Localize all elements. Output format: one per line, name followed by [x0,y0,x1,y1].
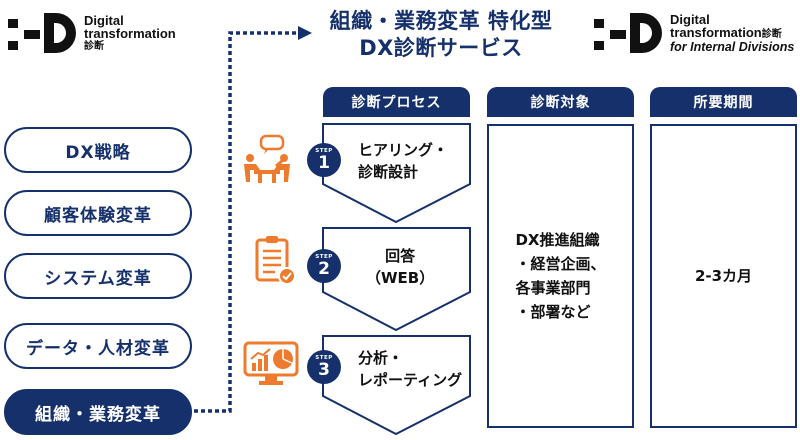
header-label: 診断プロセス [351,95,442,111]
logo-line-3: for Internal Divisions [670,39,795,54]
step-word: STEP [315,355,333,361]
duration-box: 2-3カ月 [650,124,797,428]
meeting-icon [244,134,290,183]
step-3-badge: STEP 3 [307,350,341,384]
page-title: 組織・業務変革 特化型 DX診断サービス [318,8,564,62]
dotted-connector-line [194,31,298,413]
step-word: STEP [315,148,333,154]
category-data-talent[interactable]: データ・人材変革 [4,323,192,369]
column-header-process: 診断プロセス [323,87,470,117]
target-line: 各事業部門 [515,279,591,297]
category-label: 顧客体験変革 [44,205,152,226]
logo-text: Digital transformation診断 for Internal Di… [670,13,794,54]
arrow-head-icon [298,26,312,40]
category-label: システム変革 [44,268,152,289]
category-label: DX戦略 [65,142,131,163]
category-system[interactable]: システム変革 [4,253,192,299]
step-line: 回答 [385,247,416,265]
step-number: 3 [318,360,330,380]
logo-text: Digital transformation 診断 [84,14,176,53]
column-header-target: 診断対象 [487,87,634,117]
category-label: 組織・業務変革 [35,404,161,425]
step-number: 2 [318,259,330,279]
step-line: レポーティング [358,371,463,389]
step-word: STEP [315,254,333,260]
logo-mark [4,8,80,58]
target-line: ・部署など [515,303,591,321]
logo-line-1: Digital [670,11,710,27]
category-label: データ・人材変革 [26,338,170,359]
step-1-label: ヒアリング・ 診断設計 [358,139,448,183]
logo-dx-diagnosis: Digital transformation 診断 [4,8,176,58]
logo-line-1: Digital [84,12,124,28]
logo-internal-divisions: Digital transformation診断 for Internal Di… [590,8,794,58]
logo-line-2: transformation [670,24,762,40]
step-line: 診断設計 [358,163,419,181]
step-2-badge: STEP 2 [307,249,341,283]
header-label: 診断対象 [530,95,591,111]
category-customer-experience[interactable]: 顧客体験変革 [4,190,192,236]
title-line-2: DX診断サービス [359,36,523,60]
logo-mark [590,8,666,58]
step-line: ヒアリング・ [358,141,449,159]
target-line: DX推進組織 [515,231,600,249]
step-line: 分析・ [358,349,404,367]
logo-line-2-suffix: 診断 [761,28,782,40]
analytics-monitor-icon [243,341,299,385]
process-step-3-shape [322,335,471,436]
target-text: DX推進組織 ・経営企画、 各事業部門 ・部署など [515,228,605,324]
logo-line-3: 診断 [84,40,104,52]
header-label: 所要期間 [693,95,754,111]
category-organization-operations[interactable]: 組織・業務変革 [4,389,192,435]
step-3-label: 分析・ レポーティング [358,347,462,391]
step-line: （WEB） [366,269,435,287]
target-box: DX推進組織 ・経営企画、 各事業部門 ・部署など [487,124,634,428]
category-dx-strategy[interactable]: DX戦略 [4,127,192,173]
clipboard-check-icon [255,236,296,285]
step-number: 1 [318,153,330,173]
step-1-badge: STEP 1 [307,143,341,177]
column-header-duration: 所要期間 [650,87,797,117]
title-line-1: 組織・業務変革 特化型 [329,9,553,33]
target-line: ・経営企画、 [515,255,606,273]
logo-line-2: transformation [84,25,176,41]
step-2-label: 回答 （WEB） [366,245,434,289]
duration-value: 2-3カ月 [694,267,753,285]
